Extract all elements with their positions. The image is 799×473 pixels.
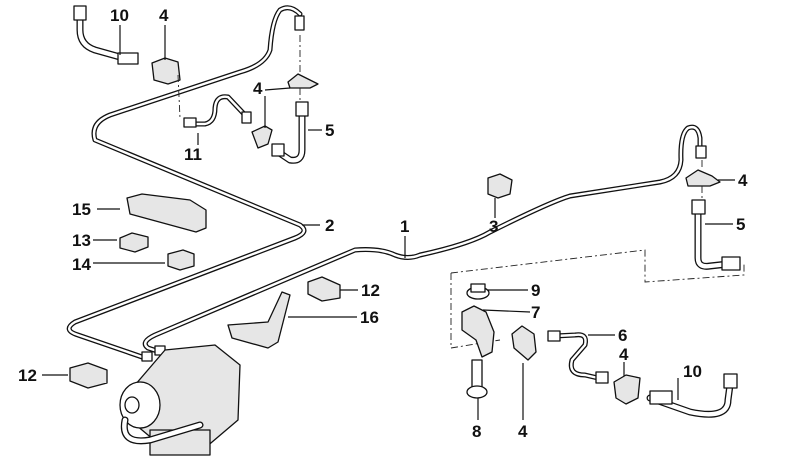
pipe-fitting — [141, 351, 153, 362]
callout-12: 12 — [361, 281, 380, 300]
brake-hose-10-bottom — [646, 373, 738, 418]
hose-fitting — [73, 5, 87, 21]
pipe-fitting — [547, 330, 561, 342]
callout-3: 3 — [489, 217, 498, 236]
callout-4: 4 — [253, 79, 263, 98]
clip-3 — [487, 173, 513, 199]
pipe-clip-4 — [511, 325, 537, 361]
callout-10: 10 — [683, 362, 702, 381]
leader-lines — [42, 25, 735, 420]
pipe-clip-4 — [613, 374, 641, 405]
bracket-7 — [461, 305, 495, 358]
clip-12 — [69, 362, 108, 389]
pipe-clip-4 — [151, 57, 181, 85]
hydraulic-unit — [119, 344, 241, 456]
callout-16: 16 — [360, 308, 379, 327]
hose-fitting — [649, 390, 673, 405]
callout-labels: 10 4 4 5 11 15 13 14 2 1 3 4 5 12 16 12 … — [18, 6, 748, 441]
assembly-guide-line — [450, 249, 745, 283]
pipe-fitting — [294, 15, 305, 31]
hose-fitting — [295, 101, 309, 117]
brake-hose-5-top — [271, 101, 309, 164]
pipe-fitting — [183, 117, 197, 128]
brake-pipe-1 — [142, 124, 707, 356]
nut-9-top — [470, 283, 486, 293]
callout-10: 10 — [110, 6, 129, 25]
brake-pipe-11 — [183, 94, 252, 128]
callout-9: 9 — [531, 281, 540, 300]
callout-15: 15 — [72, 200, 91, 219]
callout-4: 4 — [738, 171, 748, 190]
callout-2: 2 — [325, 216, 334, 235]
callout-4: 4 — [619, 345, 629, 364]
holder-16 — [227, 291, 291, 349]
callout-4: 4 — [518, 422, 528, 441]
callout-7: 7 — [531, 303, 540, 322]
callout-8: 8 — [472, 422, 481, 441]
pipe-fitting — [695, 145, 707, 159]
clip-14 — [167, 249, 195, 271]
callout-12: 12 — [18, 366, 37, 385]
brake-pipe-6 — [547, 330, 609, 384]
callout-13: 13 — [72, 231, 91, 250]
callout-4: 4 — [159, 6, 169, 25]
hose-fitting — [271, 143, 285, 157]
pipe-holder-15 — [126, 193, 207, 233]
clip-13 — [119, 232, 149, 253]
clip-12 — [307, 276, 341, 302]
brake-pipe-2 — [66, 5, 307, 362]
callout-1: 1 — [400, 217, 409, 236]
callout-11: 11 — [184, 145, 202, 164]
brake-hose-10-top — [73, 5, 139, 65]
bolt-8 — [466, 359, 488, 399]
pipe-clip-4 — [685, 169, 721, 187]
callout-6: 6 — [618, 326, 627, 345]
brake-hose-5-right — [691, 199, 741, 271]
hose-fitting — [691, 199, 706, 215]
hose-fitting — [721, 256, 741, 271]
callout-5: 5 — [736, 215, 745, 234]
callout-14: 14 — [72, 255, 91, 274]
callout-5: 5 — [325, 121, 334, 140]
pipe-fitting — [595, 371, 609, 384]
assembly-guide-line — [177, 74, 181, 119]
hose-fitting — [723, 373, 738, 389]
hose-fitting — [117, 52, 139, 65]
pipe-fitting — [241, 111, 252, 124]
pipe-clip-4 — [287, 73, 319, 89]
pipe-clip-4 — [251, 125, 273, 149]
